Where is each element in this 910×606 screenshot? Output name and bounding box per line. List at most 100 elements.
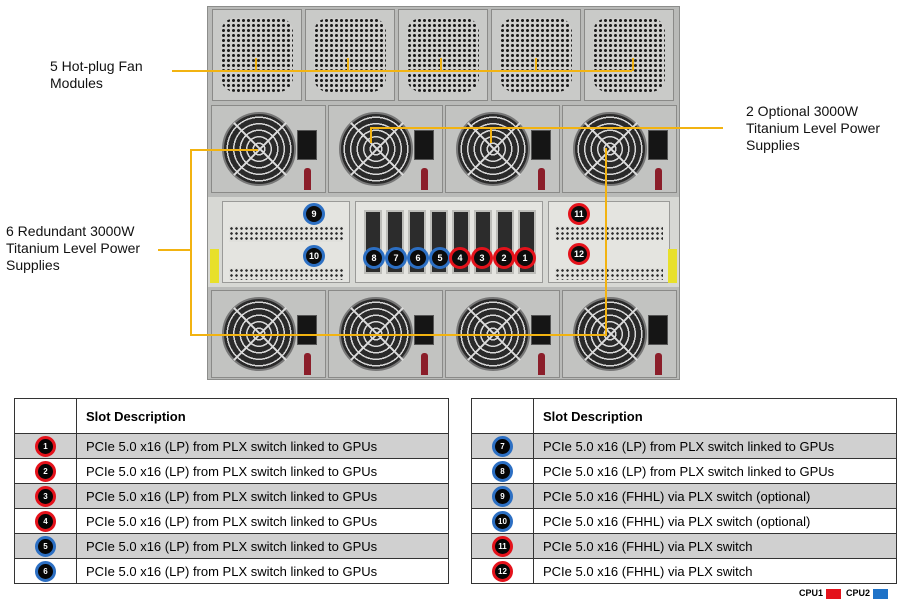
slot-number-cell: 2 xyxy=(14,458,77,484)
slot-badge: 2 xyxy=(35,460,56,482)
fan-module xyxy=(584,9,674,101)
psu-release-handle[interactable] xyxy=(538,353,545,375)
redundant-psu-callout-vertical xyxy=(190,149,192,335)
slot-badge: 1 xyxy=(35,435,56,457)
callout-redundant-psu: 6 Redundant 3000W Titanium Level Power S… xyxy=(6,223,140,274)
callout-line: Titanium Level Power xyxy=(746,120,881,136)
callout-tick xyxy=(347,58,349,71)
legend-cpu1-swatch xyxy=(826,588,842,599)
psu-release-handle[interactable] xyxy=(421,168,428,190)
table-row: 12 PCIe 5.0 x16 (FHHL) via PLX switch xyxy=(471,558,897,584)
slot-badge: 9 xyxy=(492,485,513,507)
fan-callout-line xyxy=(172,70,632,72)
slot-number-cell: 11 xyxy=(471,533,534,559)
cpu-legend: CPU1 CPU2 xyxy=(799,588,893,599)
legend-cpu2-label: CPU2 xyxy=(846,588,871,598)
fan-module xyxy=(305,9,395,101)
psu-release-handle[interactable] xyxy=(655,168,662,190)
callout-tick xyxy=(440,58,442,71)
psu-release-handle[interactable] xyxy=(304,168,311,190)
fan-grill xyxy=(500,18,572,92)
slot-number-cell: 5 xyxy=(14,533,77,559)
slot-badge: 2 xyxy=(493,247,515,269)
slot-badge: 7 xyxy=(492,435,513,457)
power-supply xyxy=(562,290,677,378)
slot-badge: 10 xyxy=(303,245,325,267)
slot-badge: 8 xyxy=(363,247,385,269)
power-supply xyxy=(445,105,560,193)
callout-optional-psu: 2 Optional 3000W Titanium Level Power Su… xyxy=(746,103,880,154)
slot-badge: 12 xyxy=(568,243,590,265)
slot-badge: 12 xyxy=(492,560,513,582)
slot-number-cell: 12 xyxy=(471,558,534,584)
slot-number-cell: 7 xyxy=(471,433,534,459)
slot-description: PCIe 5.0 x16 (LP) from PLX switch linked… xyxy=(76,458,449,484)
io-module-left xyxy=(222,201,350,283)
callout-line: Modules xyxy=(50,75,103,91)
fan-grill xyxy=(407,18,479,92)
callout-fan-modules: 5 Hot-plug Fan Modules xyxy=(50,58,143,92)
slot-number-cell: 4 xyxy=(14,508,77,534)
slot-badge: 5 xyxy=(429,247,451,269)
table-row: 2 PCIe 5.0 x16 (LP) from PLX switch linke… xyxy=(14,458,449,484)
legend-cpu1-label: CPU1 xyxy=(799,588,824,598)
table-header-num xyxy=(471,398,534,434)
vent xyxy=(229,226,343,242)
slot-description: PCIe 5.0 x16 (FHHL) via PLX switch xyxy=(533,558,897,584)
slot-number-cell: 9 xyxy=(471,483,534,509)
fan-grill xyxy=(221,18,293,92)
slot-badge: 4 xyxy=(35,510,56,532)
slot-number-cell: 3 xyxy=(14,483,77,509)
power-inlet xyxy=(414,315,434,345)
table-header: Slot Description xyxy=(76,398,449,434)
callout-tick xyxy=(255,58,257,71)
io-module-right xyxy=(548,201,670,283)
psu-release-handle[interactable] xyxy=(655,353,662,375)
table-header: Slot Description xyxy=(533,398,897,434)
slot-description: PCIe 5.0 x16 (LP) from PLX switch linked… xyxy=(76,483,449,509)
table-header-row: Slot Description xyxy=(471,398,897,434)
callout-line: 2 Optional 3000W xyxy=(746,103,859,119)
slot-badge: 4 xyxy=(449,247,471,269)
fan-grill xyxy=(314,18,386,92)
psu-release-handle[interactable] xyxy=(421,353,428,375)
power-inlet xyxy=(531,130,551,160)
slot-description: PCIe 5.0 x16 (LP) from PLX switch linked… xyxy=(76,508,449,534)
pcie-slot-bay xyxy=(355,201,543,283)
slot-badge: 1 xyxy=(514,247,536,269)
vent xyxy=(555,268,663,280)
psu-fan-icon xyxy=(573,112,647,186)
slot-badge: 11 xyxy=(568,203,590,225)
slot-number-cell: 6 xyxy=(14,558,77,584)
fan-module xyxy=(212,9,302,101)
psu-release-handle[interactable] xyxy=(304,353,311,375)
psu-fan-icon xyxy=(456,112,530,186)
fan-module xyxy=(398,9,488,101)
slot-description: PCIe 5.0 x16 (LP) from PLX switch linked… xyxy=(533,458,897,484)
power-inlet xyxy=(648,315,668,345)
slot-description: PCIe 5.0 x16 (LP) from PLX switch linked… xyxy=(533,433,897,459)
slot-badge: 10 xyxy=(492,510,513,532)
slot-badge: 8 xyxy=(492,460,513,482)
slot-badge: 3 xyxy=(471,247,493,269)
psu-release-handle[interactable] xyxy=(538,168,545,190)
optional-psu-callout-line xyxy=(370,127,723,129)
redundant-psu-right-vertical xyxy=(605,148,607,336)
slot-description: PCIe 5.0 x16 (LP) from PLX switch linked… xyxy=(76,533,449,559)
callout-line: Supplies xyxy=(746,137,800,153)
fan-grill xyxy=(593,18,665,92)
vent xyxy=(555,226,663,240)
redundant-psu-bottom-line xyxy=(190,334,606,336)
callout-tick xyxy=(490,127,492,143)
power-inlet xyxy=(531,315,551,345)
slot-description: PCIe 5.0 x16 (FHHL) via PLX switch (opti… xyxy=(533,508,897,534)
slot-badge: 5 xyxy=(35,535,56,557)
power-inlet xyxy=(648,130,668,160)
callout-line: Supplies xyxy=(6,257,60,273)
